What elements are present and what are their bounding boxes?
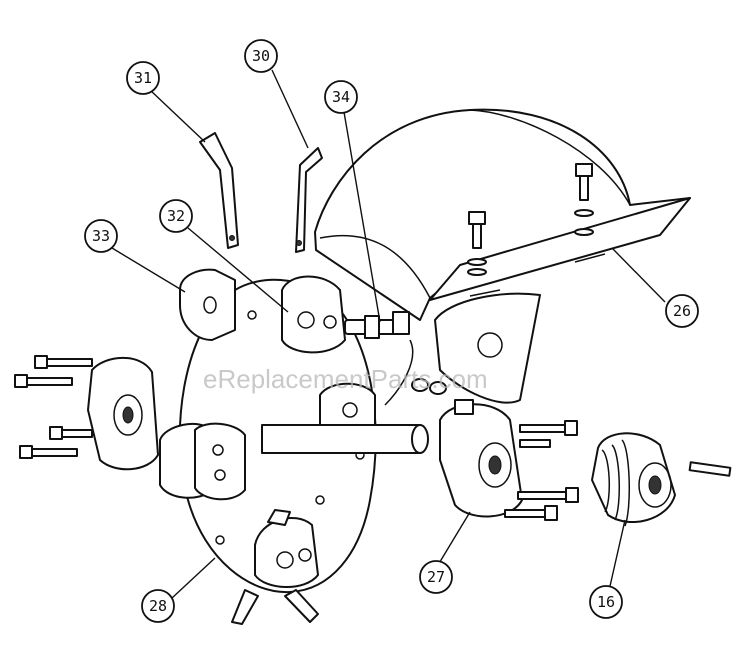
part-34-bolt xyxy=(344,311,414,406)
axle-shaft xyxy=(261,424,429,454)
shaft-key xyxy=(688,461,732,477)
left-bolts xyxy=(14,355,93,459)
part-32-tine-holder xyxy=(281,275,346,354)
tine-holder-lower-left xyxy=(159,422,246,501)
callout-30: 30 xyxy=(244,39,278,73)
callout-34: 34 xyxy=(324,80,358,114)
callout-leaders xyxy=(111,69,666,599)
callout-label-31: 31 xyxy=(134,69,152,87)
callout-label-28: 28 xyxy=(149,597,167,615)
part-16-pulley xyxy=(591,432,676,527)
watermark-text: eReplacementParts.com xyxy=(203,364,488,394)
callout-label-32: 32 xyxy=(167,207,185,225)
callout-label-30: 30 xyxy=(252,47,270,65)
shield-bolt-right xyxy=(574,163,594,236)
callout-26: 26 xyxy=(665,294,699,328)
part-26-shield xyxy=(314,108,691,404)
callout-33: 33 xyxy=(84,219,118,253)
part-31-bracket xyxy=(199,132,239,249)
callout-label-16: 16 xyxy=(597,593,615,611)
left-hub-flange xyxy=(87,356,159,471)
callout-16: 16 xyxy=(589,585,623,619)
callout-label-34: 34 xyxy=(332,88,350,106)
callout-28: 28 xyxy=(141,589,175,623)
callout-label-33: 33 xyxy=(92,227,110,245)
right-bolts xyxy=(504,420,579,521)
callout-label-27: 27 xyxy=(427,568,445,586)
callout-27: 27 xyxy=(419,560,453,594)
nut-pair xyxy=(411,378,447,395)
callout-31: 31 xyxy=(126,61,160,95)
callout-label-26: 26 xyxy=(673,302,691,320)
tine-holder-lower xyxy=(231,509,319,625)
part-33-tine-holder xyxy=(179,268,236,341)
part-30-bracket xyxy=(295,147,323,253)
callout-32: 32 xyxy=(159,199,193,233)
shield-bolt-left xyxy=(467,211,487,276)
part-27-hub-flange xyxy=(439,399,523,518)
